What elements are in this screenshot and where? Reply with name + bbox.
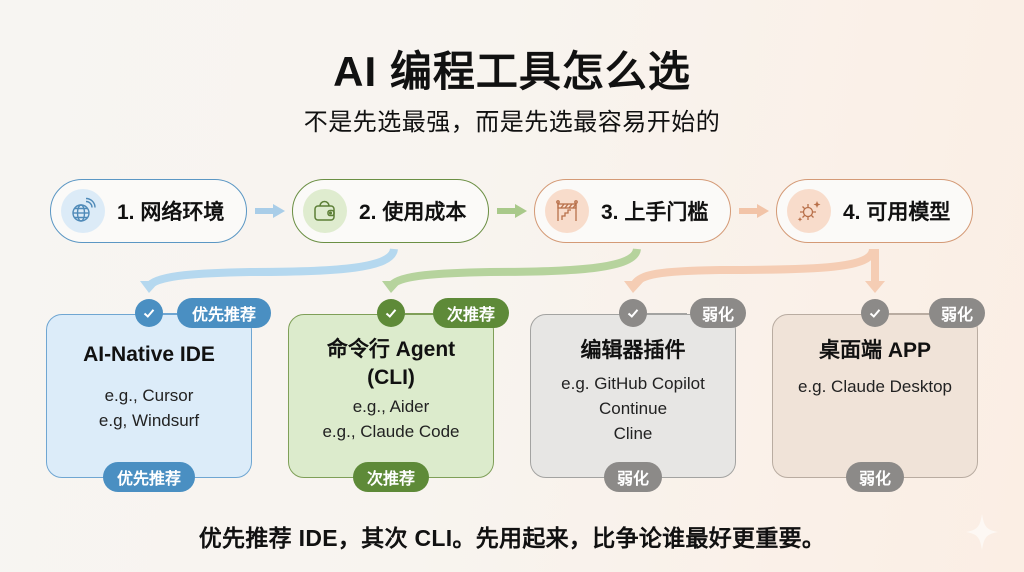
badge-connector [405, 313, 433, 315]
status-badge: 优先推荐 [177, 298, 271, 328]
card-desktop-app: 桌面端 APP e.g. Claude Desktop [772, 314, 978, 478]
status-badge: 次推荐 [433, 298, 509, 328]
card-title: 编辑器插件 [580, 339, 686, 362]
step-network: 1. 网络环境 [50, 179, 247, 243]
check-icon [619, 299, 647, 327]
status-badge: 弱化 [929, 298, 985, 328]
card-example: e.g., Aider [352, 397, 430, 416]
card-editor-plugin: 编辑器插件 e.g. GitHub Copilot Continue Cline [530, 314, 736, 478]
step-label: 1. 网络环境 [117, 201, 225, 224]
card-example: Cline [613, 424, 653, 443]
card-example: e.g. GitHub Copilot [561, 374, 705, 393]
bottom-status-badge: 优先推荐 [103, 462, 195, 492]
card-title: 命令行 Agent [326, 338, 456, 361]
page-subtitle: 不是先选最强，而是先选最容易开始的 [303, 109, 721, 136]
card-example: e.g., Claude Code [322, 422, 460, 441]
step-label: 4. 可用模型 [843, 201, 951, 224]
badge-connector [647, 313, 687, 315]
globe-signal-icon [61, 189, 105, 233]
bottom-status-badge: 弱化 [604, 462, 662, 492]
card-title: AI-Native IDE [83, 343, 215, 366]
status-badge: 弱化 [690, 298, 746, 328]
flow-arrow-to-plugin [624, 248, 877, 293]
step-cost: 2. 使用成本 [292, 179, 489, 243]
step-label: 3. 上手门槛 [601, 201, 709, 224]
barrier-stairs-icon [545, 189, 589, 233]
step-threshold: 3. 上手门槛 [534, 179, 731, 243]
sparkle-icon [966, 514, 998, 550]
flow-arrow-to-ide [140, 247, 398, 293]
footer-conclusion: 优先推荐 IDE，其次 CLI。先用起来，比争论谁最好更重要。 [198, 525, 826, 551]
card-example: Continue [598, 399, 668, 418]
arrow-right-icon [739, 204, 769, 218]
card-example: e.g, Windsurf [98, 411, 200, 430]
sparkle-model-icon [787, 189, 831, 233]
card-example: e.g. Claude Desktop [797, 377, 953, 396]
flow-arrow-to-desktop [865, 249, 885, 293]
bottom-status-badge: 弱化 [846, 462, 904, 492]
wallet-icon [303, 189, 347, 233]
arrow-right-icon [255, 204, 285, 218]
step-models: 4. 可用模型 [776, 179, 973, 243]
bottom-status-badge: 次推荐 [353, 462, 429, 492]
badge-connector [163, 313, 177, 315]
badge-connector [889, 313, 929, 315]
card-title: 桌面端 APP [818, 339, 931, 362]
card-cli-agent: 命令行 Agent (CLI) e.g., Aider e.g., Claude… [288, 314, 494, 478]
card-ai-native-ide: AI-Native IDE e.g., Cursor e.g, Windsurf [46, 314, 252, 478]
card-title-line2: (CLI) [367, 366, 415, 389]
flow-arrow-to-cli [382, 247, 641, 293]
step-label: 2. 使用成本 [359, 201, 467, 224]
check-icon [377, 299, 405, 327]
page-title: AI 编程工具怎么选 [333, 48, 691, 95]
card-example: e.g., Cursor [104, 386, 194, 405]
arrow-right-icon [497, 204, 527, 218]
check-icon [135, 299, 163, 327]
check-icon [861, 299, 889, 327]
